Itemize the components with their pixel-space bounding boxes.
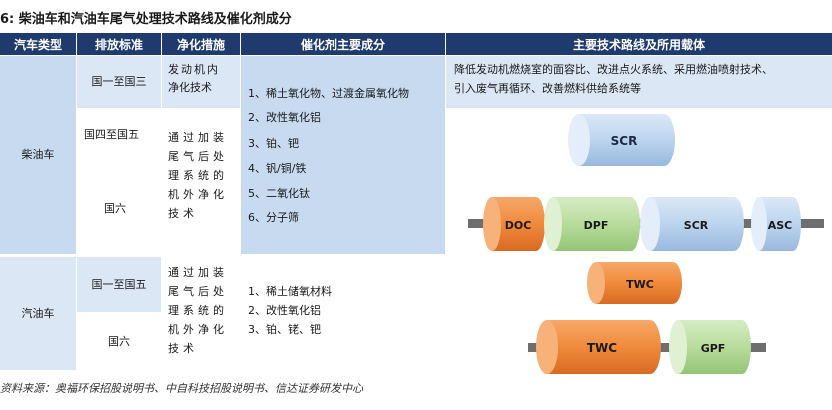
diesel-route-text-cell [446, 56, 832, 108]
gasoline-catalyst-1: 1、稀土储氧材料 [248, 285, 332, 298]
header-emission-standard: 排放标准 [77, 33, 161, 55]
diesel-std2-cell [77, 109, 161, 254]
page-title: 6: 柴油车和汽油车尾气处理技术路线及催化剂成分 [0, 12, 292, 27]
diesel-catalyst-4: 4、钒/铜/铁 [248, 162, 307, 175]
gasoline-catalyst-3: 3、铂、铑、钯 [248, 323, 321, 336]
gasoline-type-label: 汽油车 [21, 306, 55, 320]
gasoline-std1-cell: 国一至国五 [77, 257, 161, 312]
gasoline-gpf-label: GPF [701, 342, 726, 355]
header-route: 主要技术路线及所用载体 [446, 33, 832, 55]
diesel-measure2-line1: 通过加装 [168, 131, 228, 144]
gasoline-twc-top-unit: TWC [587, 262, 682, 304]
diesel-route-line1: 降低发动机燃烧室的面容比、改进点火系统、采用燃油喷射技术、 [454, 63, 773, 76]
diesel-catalyst-1: 1、稀土氧化物、过渡金属氧化物 [248, 87, 409, 100]
gasoline-catalyst-cell [241, 257, 445, 370]
diesel-std2-label: 国四至国五 [84, 128, 139, 141]
gasoline-measure-line2: 尾气后处 [168, 285, 228, 298]
gasoline-std1-label: 国一至国五 [91, 277, 147, 291]
diesel-measure2-line5: 技术 [168, 207, 198, 220]
gasoline-measure-line4: 机外净化 [168, 323, 228, 336]
gasoline-measure-line5: 技术 [168, 342, 198, 355]
diesel-dpf-label: DPF [584, 219, 609, 232]
gasoline-type-cell: 汽油车 [0, 257, 76, 370]
diesel-pipeline: DOC DPF SCR ASC [468, 197, 824, 251]
header-purification: 净化措施 [162, 33, 240, 55]
diesel-std1-cell: 国一至国三 [77, 56, 161, 108]
diesel-catalyst-3: 3、铂、钯 [248, 137, 299, 150]
gasoline-std2-label: 国六 [108, 334, 130, 348]
diesel-scr-top-unit: SCR [568, 114, 675, 166]
diesel-asc-label: ASC [768, 219, 793, 232]
gasoline-pipeline: TWC GPF [528, 320, 766, 374]
gasoline-catalyst-2: 2、改性氧化铝 [248, 304, 321, 317]
diesel-std1-label: 国一至国三 [91, 75, 147, 88]
diesel-scr-top-label: SCR [611, 134, 638, 148]
diesel-route-line2: 引入废气再循环、改善燃料供给系统等 [454, 82, 641, 95]
diesel-measure2-line3: 理系统的 [168, 169, 228, 182]
gasoline-measure-cell [162, 257, 240, 370]
diesel-catalyst-6: 6、分子筛 [248, 211, 299, 224]
diesel-measure2-line4: 机外净化 [168, 188, 228, 201]
diesel-type-cell: 柴油车 [0, 56, 76, 254]
diesel-measure1-line1: 发动机内 [168, 63, 220, 76]
diesel-scr-bottom-label: SCR [684, 219, 709, 232]
diesel-type-label: 柴油车 [21, 148, 55, 161]
source-note: 资料来源：奥福环保招股说明书、中自科技招股说明书、信达证券研发中心 [0, 382, 363, 395]
gasoline-twc-bottom-label: TWC [587, 341, 617, 355]
diesel-measure2-cell [162, 109, 240, 254]
diesel-doc-label: DOC [505, 219, 532, 232]
diesel-measure1-cell [162, 56, 240, 108]
diesel-std3-label: 国六 [104, 202, 126, 215]
gasoline-measure-line1: 通过加装 [168, 266, 228, 279]
gasoline-measure-line3: 理系统的 [168, 304, 228, 317]
diesel-measure1-line2: 净化技术 [168, 81, 212, 94]
diesel-measure2-line2: 尾气后处 [168, 150, 228, 163]
header-catalyst: 催化剂主要成分 [241, 33, 445, 55]
gasoline-std2-cell: 国六 [77, 313, 161, 370]
diesel-catalyst-cell [241, 56, 445, 254]
header-vehicle-type: 汽车类型 [0, 33, 76, 55]
diesel-catalyst-5: 5、二氧化钛 [248, 187, 310, 200]
gasoline-twc-top-label: TWC [626, 278, 654, 291]
diesel-catalyst-2: 2、改性氧化铝 [248, 111, 321, 124]
